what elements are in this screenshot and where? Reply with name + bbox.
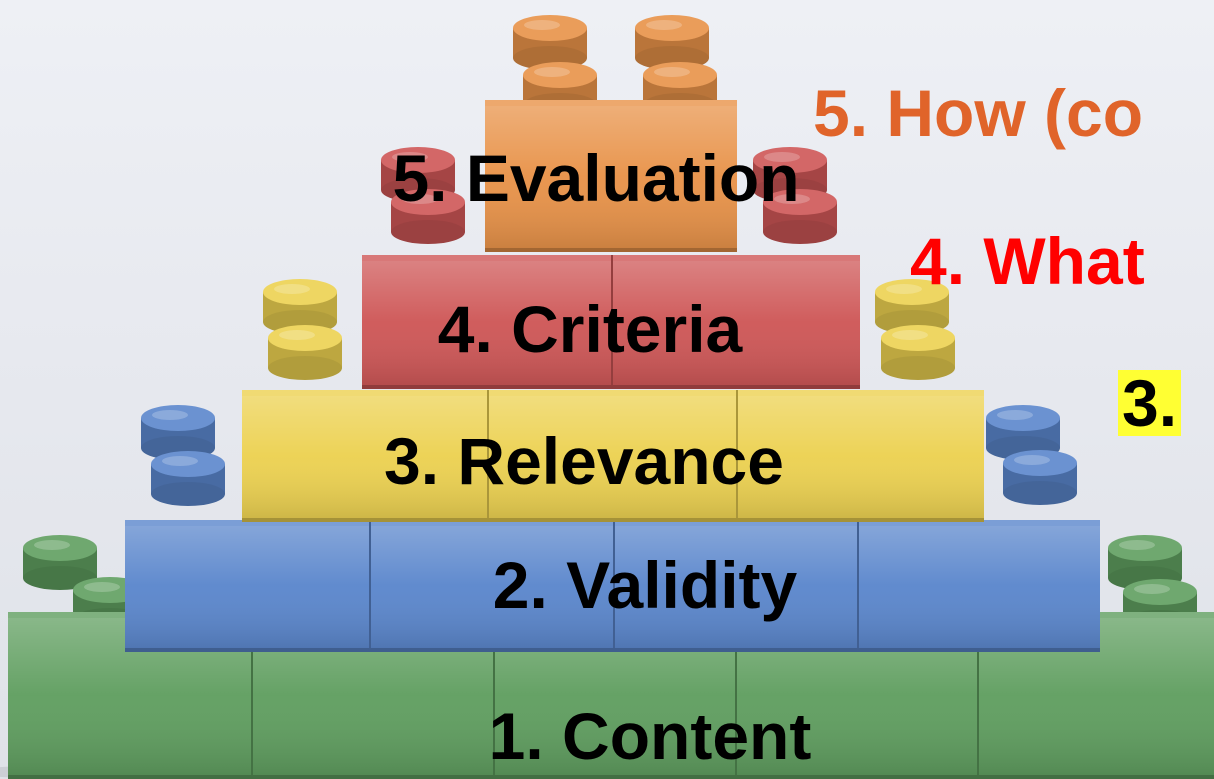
stud-red — [753, 147, 827, 202]
stud-green — [1108, 535, 1182, 590]
stud-blue — [1003, 450, 1077, 505]
stud-yellow — [881, 325, 955, 380]
stud-orange — [635, 15, 709, 70]
brick-layer-red — [362, 255, 860, 389]
stud-red — [391, 189, 465, 244]
stud-orange — [513, 15, 587, 70]
layer-label-relevance: 3. Relevance — [384, 424, 784, 498]
layer-label-validity: 2. Validity — [492, 548, 798, 622]
layer-label-content: 1. Content — [488, 699, 812, 773]
brick-layer-orange — [485, 100, 737, 252]
stud-yellow — [875, 279, 949, 334]
brick-layer-yellow — [242, 390, 984, 522]
stud-red — [763, 189, 837, 244]
layer-label-criteria: 4. Criteria — [437, 292, 743, 366]
stud-blue — [151, 451, 225, 506]
question-label-what: 4. What — [910, 224, 1145, 298]
stud-blue — [141, 405, 215, 460]
question-label-how: 5. How (co — [813, 76, 1144, 150]
stud-yellow — [268, 325, 342, 380]
brick-layer-blue — [125, 520, 1100, 652]
question-label-3: 3. — [1118, 370, 1182, 436]
layer-label-evaluation: 5. Evaluation — [392, 141, 800, 215]
